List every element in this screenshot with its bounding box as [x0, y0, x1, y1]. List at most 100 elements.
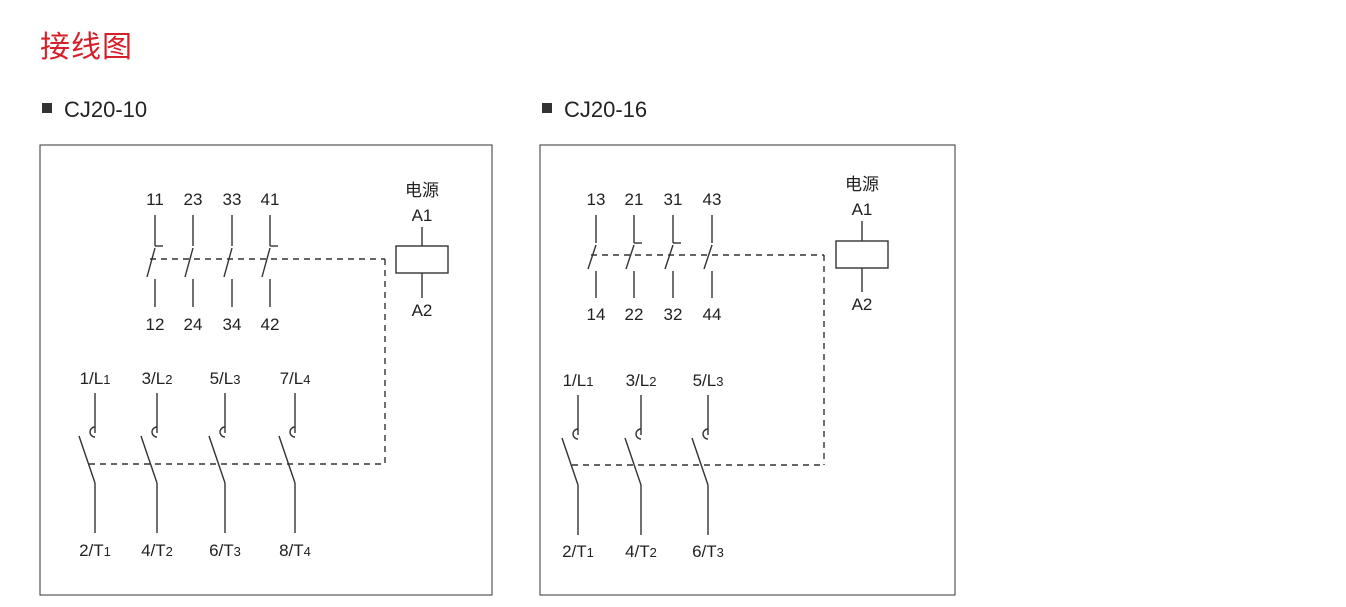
aux-contact-41: 41 42 [261, 190, 280, 334]
aux-terminal-top: 11 [146, 190, 164, 209]
aux-blade [261, 247, 271, 278]
aux-terminal-bottom: 42 [261, 315, 280, 334]
aux-terminal-top: 23 [184, 190, 203, 209]
coil-terminal-a1: A1 [412, 206, 433, 225]
terminal-label-sub: 2 [165, 372, 172, 387]
aux-contact-33: 33 34 [223, 190, 242, 334]
terminal-label-sub: 1 [104, 544, 111, 559]
terminal-label-sub: 4 [304, 544, 311, 559]
page-title: 接线图 [40, 30, 133, 65]
diagram-frame [539, 144, 956, 596]
power-label: 电源 [405, 181, 439, 200]
aux-blade [703, 244, 713, 270]
main-blade [140, 435, 158, 484]
main-terminal-bottom: 2/T1 [79, 541, 111, 560]
terminal-label-main: 4/T [625, 542, 650, 561]
diagram-cj20-10: 1112232433344142电源A1A21/L12/T13/L24/T25/… [39, 144, 493, 596]
aux-contact-21: 21 22 [625, 190, 644, 324]
diagram-frame [39, 144, 493, 596]
section-heading-cj20-16: CJ20-16 [542, 96, 647, 124]
main-blade [624, 437, 642, 486]
aux-blade [625, 244, 635, 270]
aux-contact-23: 23 24 [184, 190, 203, 334]
section-heading-cj20-10: CJ20-10 [42, 96, 147, 124]
main-blade [561, 437, 579, 486]
main-blade [278, 435, 296, 484]
main-contact-3: 5/L36/T3 [208, 369, 241, 560]
aux-contact-31: 31 32 [664, 190, 683, 324]
terminal-label-sub: 4 [303, 372, 310, 387]
arc-chute-symbol [151, 426, 158, 438]
main-contact-2: 3/L24/T2 [624, 371, 657, 561]
arc-chute-symbol [219, 426, 226, 438]
main-terminal-top: 5/L3 [210, 369, 241, 388]
main-blade [208, 435, 226, 484]
bullet-square-icon [42, 103, 52, 113]
terminal-label-sub: 3 [716, 374, 723, 389]
aux-terminal-bottom: 34 [223, 315, 242, 334]
arc-chute-symbol [702, 428, 709, 440]
aux-terminal-bottom: 24 [184, 315, 203, 334]
main-terminal-bottom: 6/T3 [209, 541, 241, 560]
terminal-label-sub: 3 [233, 372, 240, 387]
aux-terminal-bottom: 32 [664, 305, 683, 324]
terminal-label-sub: 2 [650, 545, 657, 560]
terminal-label-main: 7/L [280, 369, 304, 388]
coil-terminal-a1: A1 [852, 200, 873, 219]
bullet-square-icon [542, 103, 552, 113]
terminal-label-main: 3/L [626, 371, 650, 390]
terminal-label-main: 5/L [693, 371, 717, 390]
main-terminal-top: 1/L1 [563, 371, 594, 390]
main-contact-2: 3/L2 4/T 2 [140, 369, 173, 560]
terminal-label-main: 2/T [562, 542, 587, 561]
aux-terminal-top: 31 [664, 190, 683, 209]
terminal-label-main: 1/L [80, 369, 104, 388]
main-terminal-top: 1/L1 [80, 369, 111, 388]
main-terminal-top: 7/L4 [280, 369, 311, 388]
arc-chute-symbol [89, 426, 96, 438]
terminal-label-sub: 1 [103, 372, 110, 387]
terminal-label-main: 3/L [142, 369, 166, 388]
main-terminal-top: 3/L2 [626, 371, 657, 390]
aux-terminal-top: 13 [587, 190, 606, 209]
main-contact-1: 1/L12/T1 [561, 371, 594, 561]
aux-terminal-top: 21 [625, 190, 644, 209]
main-blade [691, 437, 709, 486]
terminal-label-main: 6/T [692, 542, 717, 561]
terminal-label-sub: 3 [234, 544, 241, 559]
terminal-label-main: 1/L [563, 371, 587, 390]
aux-terminal-top: 33 [223, 190, 242, 209]
aux-terminal-bottom: 22 [625, 305, 644, 324]
terminal-label-main: 2/T [79, 541, 104, 560]
main-contact-4: 7/L48/T4 [278, 369, 311, 560]
coil-box [835, 240, 889, 269]
terminal-label-sub: 1 [587, 545, 594, 560]
terminal-label-main: 6/T [209, 541, 234, 560]
main-terminal-bottom: 6/T3 [692, 542, 724, 561]
terminal-label-main: 4/T [141, 541, 166, 560]
aux-blade [223, 247, 233, 278]
main-terminal-top: 3/L2 [142, 369, 173, 388]
model-label: CJ20-16 [564, 97, 648, 122]
model-label: CJ20-10 [64, 97, 148, 122]
aux-terminal-top: 41 [261, 190, 280, 209]
terminal-label-sub: 1 [586, 374, 593, 389]
terminal-label-main: 5/L [210, 369, 234, 388]
terminal-label-sub: 3 [717, 545, 724, 560]
diagram-cj20-16: 1314212231324344电源A1A21/L12/T13/L24/T25/… [539, 144, 956, 596]
aux-contact-43: 43 44 [703, 190, 722, 324]
aux-terminal-top: 43 [703, 190, 722, 209]
terminal-label-sub: 2 [649, 374, 656, 389]
power-label: 电源 [845, 175, 879, 194]
aux-terminal-bottom: 44 [703, 305, 722, 324]
main-blade [78, 435, 96, 484]
arc-chute-symbol [635, 428, 642, 440]
arc-chute-symbol [289, 426, 296, 438]
coil-box [395, 245, 449, 274]
main-terminal-bottom: 2/T1 [562, 542, 594, 561]
